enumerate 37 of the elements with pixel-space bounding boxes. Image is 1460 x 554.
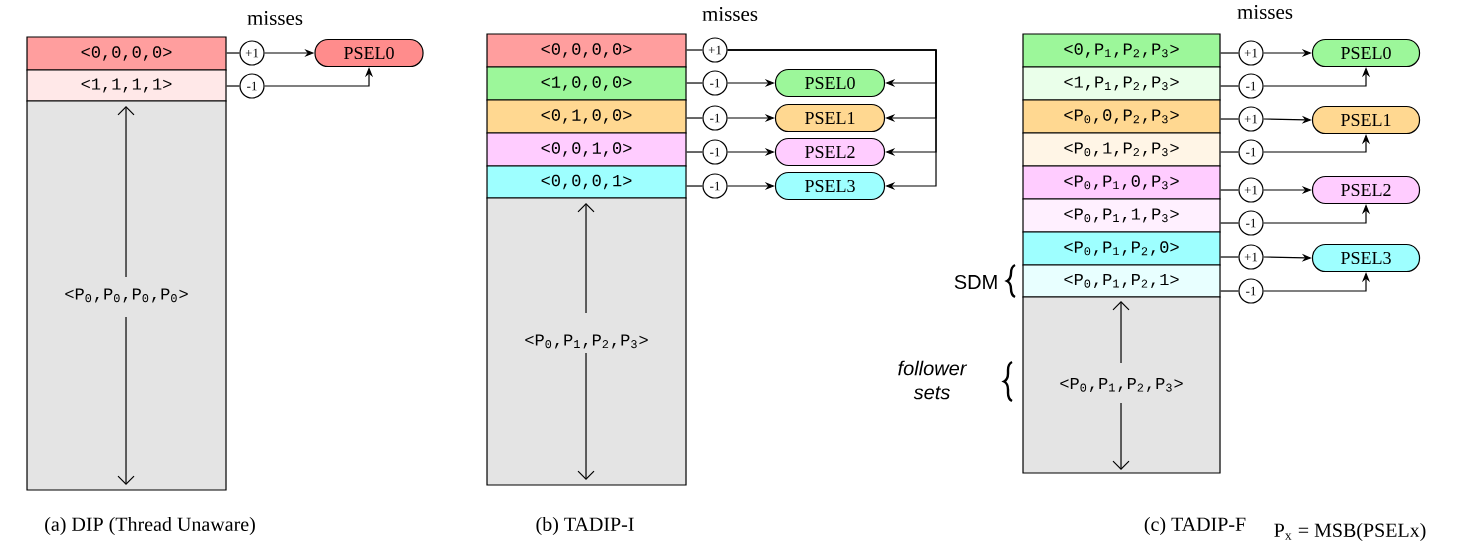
cache-set-row: <P$_{0}$,P$_{1}$,P$_{2}$,1> xyxy=(1022,264,1221,298)
cache-set-row: <0,P$_{1}$,P$_{2}$,P$_{3}$> xyxy=(1022,33,1221,68)
psel-counter: PSEL2 xyxy=(1311,175,1421,205)
cache-set-row: <0,0,0,0> xyxy=(486,33,687,68)
cache-set-row: <0,1,0,0> xyxy=(486,99,687,134)
psel-counter: PSEL0 xyxy=(314,38,424,68)
cache-set-row: <P$_{0}$,0,P$_{2}$,P$_{3}$> xyxy=(1022,99,1221,134)
psel-counter: PSEL3 xyxy=(1311,243,1421,273)
cache-set-row: <1,0,0,0> xyxy=(486,66,687,101)
psel-counter: PSEL0 xyxy=(1311,38,1421,68)
psel-counter: PSEL0 xyxy=(774,68,886,98)
panel-caption: (c) TADIP-F xyxy=(1144,516,1246,536)
misses-label: misses xyxy=(702,6,758,22)
region-label: SDM xyxy=(954,274,997,290)
cache-set-row: <0,0,1,0> xyxy=(486,132,687,167)
cache-set-row: <P$_{0}$,P$_{1}$,1,P$_{3}$> xyxy=(1022,198,1221,233)
misses-label: misses xyxy=(1237,4,1293,20)
arrow xyxy=(727,49,937,191)
psel-counter: PSEL1 xyxy=(774,103,886,133)
panel-caption: (b) TADIP-I xyxy=(536,516,634,536)
cache-set-row: <0,0,0,0> xyxy=(26,36,227,71)
panel-caption: (a) DIP (Thread Unaware) xyxy=(45,516,255,536)
cache-set-row: <P$_{0}$,P$_{1}$,0,P$_{3}$> xyxy=(1022,165,1221,200)
cache-set-row: <1,P$_{1}$,P$_{2}$,P$_{3}$> xyxy=(1022,66,1221,101)
cache-set-row: <P$_{0}$,1,P$_{2}$,P$_{3}$> xyxy=(1022,132,1221,167)
psel-counter: PSEL1 xyxy=(1311,105,1421,135)
cache-region: <P$_{0}$,P$_{1}$,P$_{2}$,P$_{3}$> xyxy=(486,197,687,486)
formula-note: P$_{x}$ = MSB(PSELx) xyxy=(1274,522,1426,542)
cache-set-row: <1,1,1,1> xyxy=(26,69,227,102)
region-label: follower sets xyxy=(898,360,968,400)
misses-label: misses xyxy=(247,10,303,26)
psel-counter: PSEL3 xyxy=(774,171,886,201)
cache-region: <P$_{0}$,P$_{1}$,P$_{2}$,P$_{3}$> xyxy=(1022,296,1221,474)
cache-region: <P$_{0}$,P$_{0}$,P$_{0}$,P$_{0}$> xyxy=(26,100,227,491)
psel-counter: PSEL2 xyxy=(774,137,886,167)
cache-set-row: <P$_{0}$,P$_{1}$,P$_{2}$,0> xyxy=(1022,231,1221,266)
cache-set-row: <0,0,0,1> xyxy=(486,165,687,199)
